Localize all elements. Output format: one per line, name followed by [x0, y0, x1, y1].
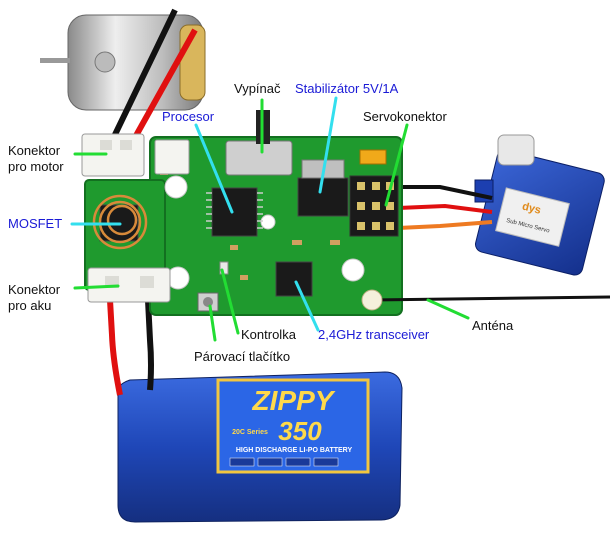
servo-wire-red — [397, 203, 493, 214]
label-motor-connector-line1: Konektor — [8, 143, 61, 158]
leader-processor — [194, 123, 234, 214]
antenna — [361, 289, 610, 311]
motor-wire-red — [125, 28, 198, 152]
lipo-battery: ZIPPY 350 20C Series HIGH DISCHARGE LI-P… — [117, 371, 403, 523]
leader-regulator — [318, 96, 338, 194]
label-transceiver: 2,4GHz transceiver — [318, 327, 430, 342]
dc-motor — [40, 14, 206, 111]
leader-antenna — [426, 298, 470, 320]
label-motor-connector-line2: pro motor — [8, 159, 64, 174]
battery-capacity-text: 350 — [278, 416, 322, 446]
battery-connector — [87, 267, 171, 303]
battery-brand-text: ZIPPY — [252, 385, 336, 416]
servo-wire-black — [398, 185, 493, 200]
label-processor: Procesor — [162, 109, 215, 124]
label-motor-connector: Konektor pro motor — [8, 143, 64, 175]
label-servo-connector: Servokonektor — [363, 109, 447, 124]
label-switch: Vypínač — [234, 81, 281, 96]
leader-battery-connector — [73, 284, 120, 290]
label-battery-connector-line2: pro aku — [8, 298, 52, 313]
label-indicator: Kontrolka — [241, 327, 296, 342]
battery-wire-red — [107, 299, 123, 396]
leader-pairing-button — [208, 304, 217, 342]
motor-wire-black — [107, 8, 178, 147]
servo-wire-orange — [397, 220, 493, 230]
label-battery-connector: Konektor pro aku — [8, 282, 60, 314]
leader-servo-connector — [384, 123, 409, 207]
battery-series-text: 20C Series — [232, 429, 268, 436]
label-mosfet: MOSFET — [8, 216, 63, 231]
battery-subtitle-text: HIGH DISCHARGE LI-PO BATTERY — [236, 447, 353, 454]
label-antenna: Anténa — [472, 318, 514, 333]
label-battery-connector-line1: Konektor — [8, 282, 61, 297]
leader-lines — [70, 96, 470, 342]
leader-transceiver — [294, 280, 320, 332]
battery-wire-black — [145, 299, 154, 391]
leader-indicator — [220, 268, 240, 335]
servo: dys Sub Micro Servo — [474, 134, 605, 276]
label-pairing-button: Párovací tlačítko — [194, 349, 291, 364]
inductor-coil — [92, 194, 148, 250]
label-regulator: Stabilizátor 5V/1A — [295, 81, 399, 96]
servo-logo-text: dys — [521, 201, 542, 217]
